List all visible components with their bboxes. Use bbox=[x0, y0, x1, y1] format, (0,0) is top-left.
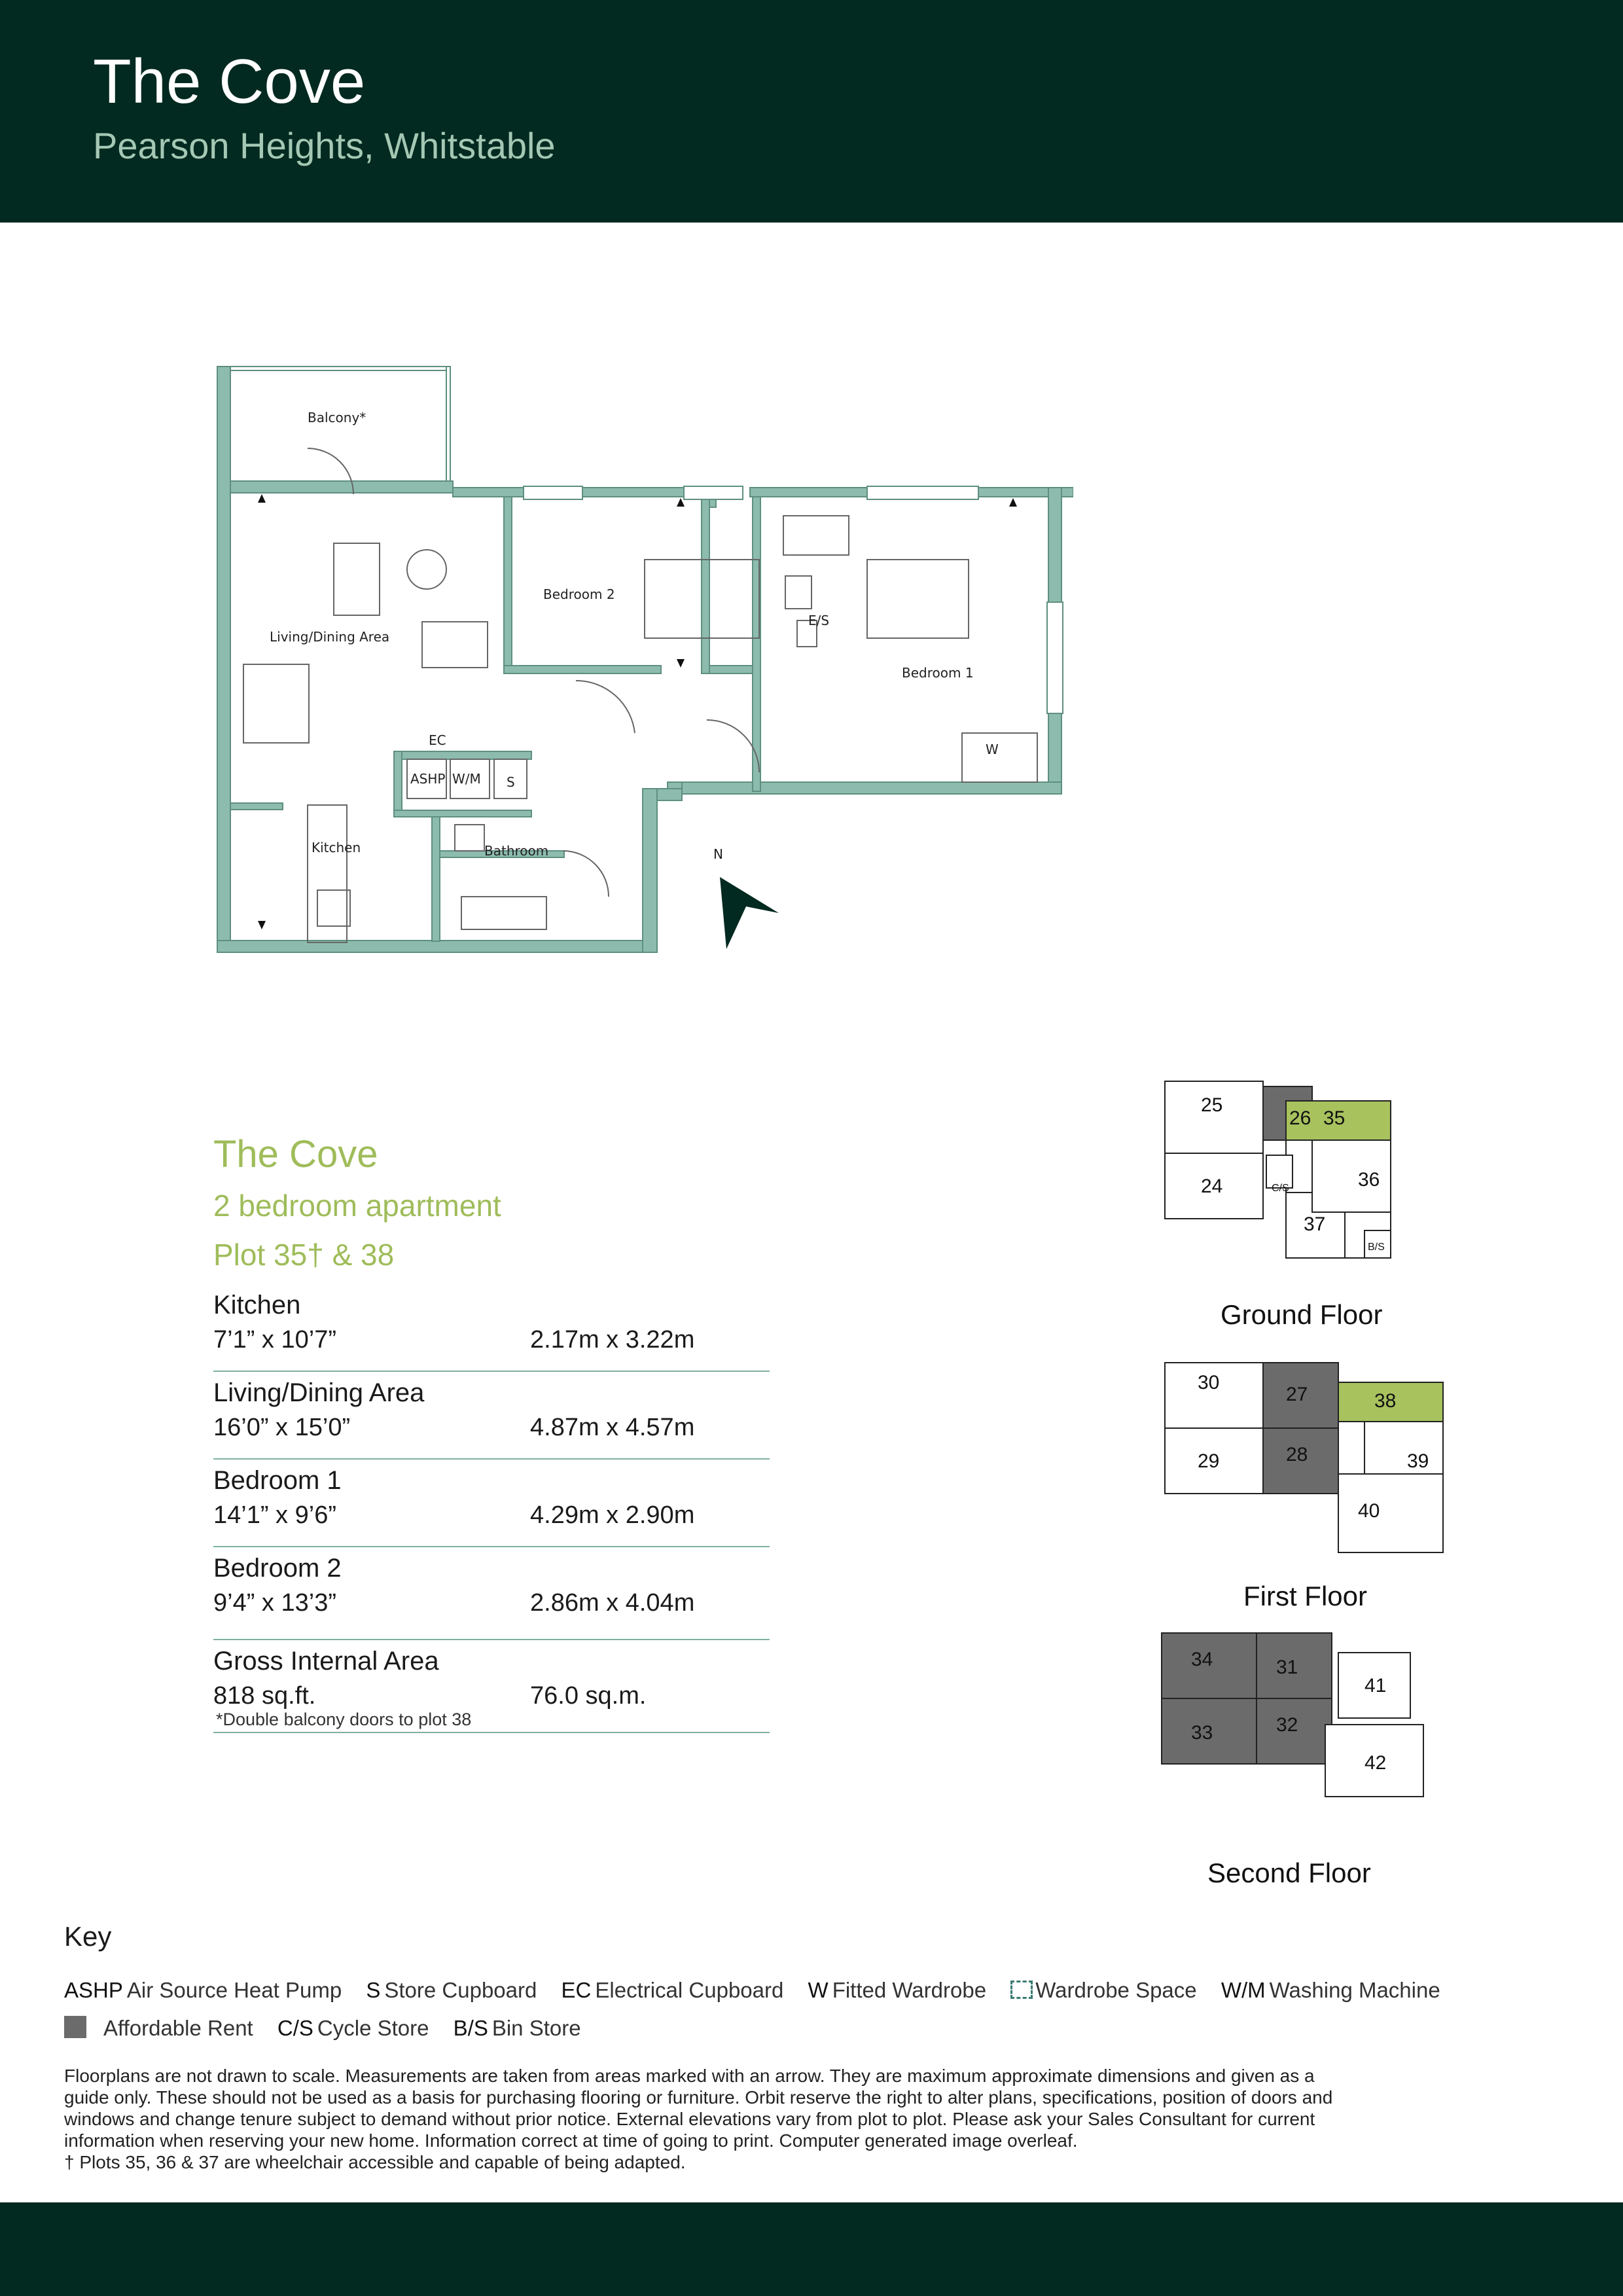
label-ec: EC bbox=[429, 732, 446, 748]
plot-32: 32 bbox=[1276, 1714, 1298, 1736]
plot-37: 37 bbox=[1304, 1213, 1325, 1235]
page-subtitle: Pearson Heights, Whitstable bbox=[93, 125, 556, 166]
apartment-type: 2 bedroom apartment bbox=[213, 1189, 501, 1223]
room-row: Kitchen 7’1” x 10’7” 2.17m x 3.22m bbox=[213, 1288, 770, 1372]
plot-bs: B/S bbox=[1368, 1242, 1385, 1253]
room-row: Bedroom 2 9’4” x 13’3” 2.86m x 4.04m bbox=[213, 1551, 770, 1640]
room-row: Gross Internal Area 818 sq.ft. 76.0 sq.m… bbox=[213, 1644, 770, 1733]
room-row: Living/Dining Area 16’0” x 15’0” 4.87m x… bbox=[213, 1376, 770, 1460]
label-north: N bbox=[713, 846, 723, 862]
plot-42: 42 bbox=[1364, 1752, 1386, 1774]
label-balcony: Balcony* bbox=[308, 410, 366, 425]
plot-31: 31 bbox=[1276, 1657, 1298, 1678]
page-title: The Cove bbox=[93, 46, 366, 117]
plot-38: 38 bbox=[1374, 1390, 1396, 1412]
plot-28: 28 bbox=[1286, 1444, 1308, 1465]
plot-numbers: Plot 35† & 38 bbox=[213, 1238, 395, 1272]
key-title: Key bbox=[64, 1921, 112, 1952]
plot-30: 30 bbox=[1198, 1372, 1219, 1393]
plot-40: 40 bbox=[1358, 1500, 1380, 1522]
site-plan-second: 34 31 41 33 32 42 bbox=[1161, 1632, 1424, 1797]
footer-bar bbox=[0, 2202, 1623, 2296]
label-wm: W/M bbox=[452, 771, 481, 787]
label-s: S bbox=[507, 774, 515, 790]
plot-35: 35 bbox=[1323, 1107, 1345, 1129]
plot-29: 29 bbox=[1198, 1450, 1219, 1472]
label-living: Living/Dining Area bbox=[270, 629, 389, 645]
plot-26: 26 bbox=[1289, 1107, 1311, 1129]
north-arrow-icon bbox=[720, 877, 779, 949]
plot-cs: C/S bbox=[1272, 1183, 1289, 1194]
label-bedroom-2: Bedroom 2 bbox=[543, 586, 615, 602]
label-ashp: ASHP bbox=[410, 771, 445, 787]
header-bar: The Cove Pearson Heights, Whitstable bbox=[0, 0, 1623, 223]
floor-label-first: First Floor bbox=[1243, 1581, 1367, 1611]
plot-27: 27 bbox=[1286, 1384, 1308, 1405]
disclaimer: Floorplans are not drawn to scale. Measu… bbox=[64, 2066, 1333, 2172]
site-plan-ground: 25 26 35 24 C/S 36 37 B/S bbox=[1164, 1081, 1391, 1259]
plot-34: 34 bbox=[1191, 1649, 1213, 1670]
plot-25: 25 bbox=[1201, 1094, 1222, 1116]
wardrobe-space-icon bbox=[1010, 1981, 1033, 1999]
plot-39: 39 bbox=[1407, 1450, 1429, 1472]
plot-33: 33 bbox=[1191, 1722, 1213, 1744]
apartment-name: The Cove bbox=[213, 1133, 378, 1175]
room-row: Bedroom 1 14’1” x 9’6” 4.29m x 2.90m bbox=[213, 1463, 770, 1547]
key-affordable: Affordable Rent bbox=[64, 2016, 253, 2040]
plot-24: 24 bbox=[1201, 1175, 1222, 1197]
affordable-swatch-icon bbox=[64, 2016, 86, 2038]
plot-41: 41 bbox=[1364, 1675, 1386, 1696]
balcony-note: *Double balcony doors to plot 38 bbox=[216, 1710, 472, 1729]
room-dimensions-table: Kitchen 7’1” x 10’7” 2.17m x 3.22m Livin… bbox=[213, 1288, 770, 1737]
plot-36: 36 bbox=[1358, 1169, 1380, 1191]
floor-label-second: Second Floor bbox=[1207, 1857, 1371, 1888]
label-bathroom: Bathroom bbox=[484, 843, 548, 859]
label-es: E/S bbox=[808, 613, 829, 628]
label-bedroom-1: Bedroom 1 bbox=[902, 665, 974, 681]
label-w: W bbox=[986, 742, 999, 757]
key-wardrobe-space: Wardrobe Space bbox=[1010, 1978, 1197, 2002]
floor-label-ground: Ground Floor bbox=[1221, 1299, 1383, 1330]
label-kitchen: Kitchen bbox=[312, 840, 361, 855]
floor-plan: Balcony* Living/Dining Area Bedroom 2 E/… bbox=[217, 366, 1073, 953]
site-plan-first: 30 27 38 29 28 39 40 bbox=[1164, 1362, 1444, 1553]
